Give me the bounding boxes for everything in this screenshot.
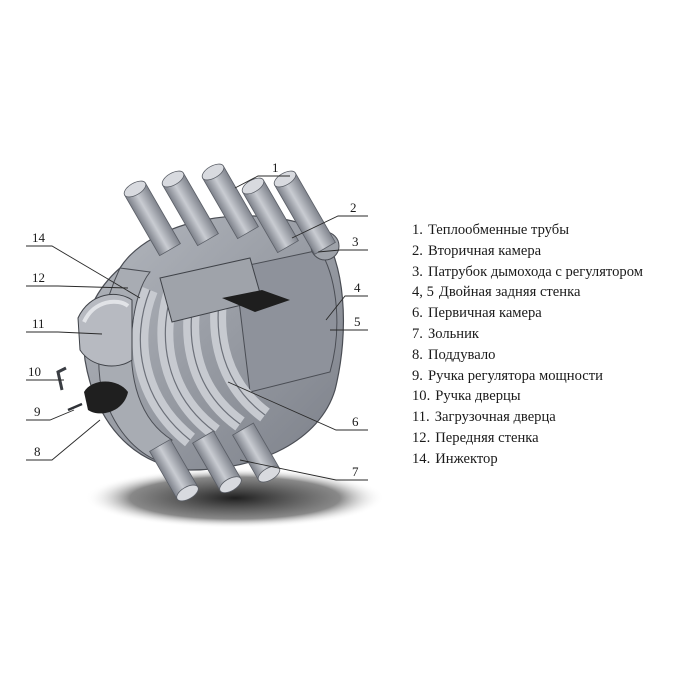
callout-11: 11 xyxy=(32,316,45,331)
top-heat-tubes xyxy=(123,163,336,257)
legend-text: Вторичная камера xyxy=(427,242,542,259)
legend-item: 7.Зольник xyxy=(412,324,698,345)
callout-3: 3 xyxy=(352,234,359,249)
stove-body xyxy=(56,215,345,471)
legend-number: 6. xyxy=(412,305,423,322)
legend-number: 12. xyxy=(412,429,431,446)
legend-number: 2. xyxy=(412,242,423,259)
legend-item: 14.Инжектор xyxy=(412,449,698,470)
callout-14: 14 xyxy=(32,230,46,245)
callout-9: 9 xyxy=(34,404,41,419)
callout-8: 8 xyxy=(34,444,41,459)
legend-text: Первичная камера xyxy=(427,305,542,322)
legend-number: 7. xyxy=(412,325,423,342)
legend-text: Ручка регулятора мощности xyxy=(427,367,603,384)
callout-1: 1 xyxy=(272,160,279,175)
legend-text: Ручка дверцы xyxy=(435,388,521,405)
door-handle xyxy=(56,366,67,391)
legend-item: 9.Ручка регулятора мощности xyxy=(412,366,698,387)
callout-4: 4 xyxy=(354,280,361,295)
legend-item: 1.Теплообменные трубы xyxy=(412,220,698,241)
legend-number: 14. xyxy=(412,450,431,467)
legend-text: Загрузочная дверца xyxy=(434,409,556,426)
callout-2: 2 xyxy=(350,200,357,215)
legend-item: 2.Вторичная камера xyxy=(412,241,698,262)
callout-10: 10 xyxy=(28,364,41,379)
callout-labels: 1 2 3 4 5 14 12 11 10 9 8 6 7 xyxy=(28,160,361,479)
leader-lines xyxy=(26,175,368,481)
parts-legend: 1.Теплообменные трубы 2.Вторичная камера… xyxy=(412,220,698,470)
callout-5: 5 xyxy=(354,314,361,329)
legend-number: 9. xyxy=(412,367,423,384)
legend-text: Теплообменные трубы xyxy=(427,222,570,238)
legend-number: 1. xyxy=(412,222,423,238)
legend-text: Зольник xyxy=(427,325,480,342)
callout-12: 12 xyxy=(32,270,45,285)
legend-number: 8. xyxy=(412,346,423,363)
legend-item: 12.Передняя стенка xyxy=(412,428,698,449)
callout-7: 7 xyxy=(352,464,359,479)
legend-item: 10.Ручка дверцы xyxy=(412,386,698,407)
legend-number: 10. xyxy=(412,388,431,405)
legend-number: 4, 5 xyxy=(412,284,434,301)
legend-number: 3. xyxy=(412,263,423,280)
regulator-handle xyxy=(67,402,83,412)
legend-text: Передняя стенка xyxy=(435,429,539,446)
callout-6: 6 xyxy=(352,414,359,429)
legend-text: Патрубок дымохода с регулятором xyxy=(427,263,643,280)
legend-text: Поддувало xyxy=(427,346,496,363)
legend-item: 8.Поддувало xyxy=(412,345,698,366)
legend-text: Двойная задняя стенка xyxy=(438,284,581,301)
legend-item: 6.Первичная камера xyxy=(412,303,698,324)
legend-item: 11.Загрузочная дверца xyxy=(412,407,698,428)
legend-number: 11. xyxy=(412,409,430,426)
legend-text: Инжектор xyxy=(435,450,498,467)
floor-shadow xyxy=(85,468,385,528)
ash-pan xyxy=(84,381,128,414)
legend-item: 3.Патрубок дымохода с регулятором xyxy=(412,262,698,283)
